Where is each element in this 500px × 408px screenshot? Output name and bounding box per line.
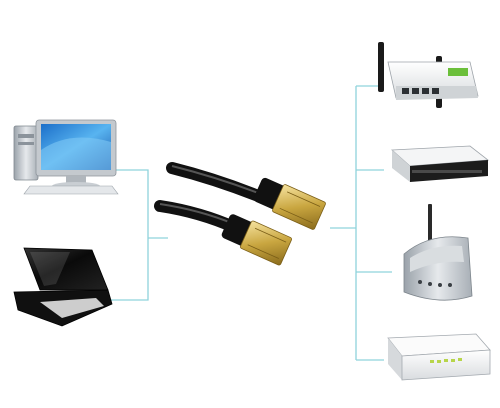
laptop-icon: [13, 247, 113, 327]
desktop-computer-icon: [13, 119, 119, 195]
switch-hub-icon: [387, 333, 491, 381]
network-switch-icon: [391, 145, 490, 182]
connector-lines: [110, 85, 392, 361]
modem-icon: [403, 204, 473, 301]
left-connector-line: [110, 169, 149, 301]
ethernet-cable-icon: [154, 162, 326, 266]
wireless-router-icon: [378, 42, 479, 108]
